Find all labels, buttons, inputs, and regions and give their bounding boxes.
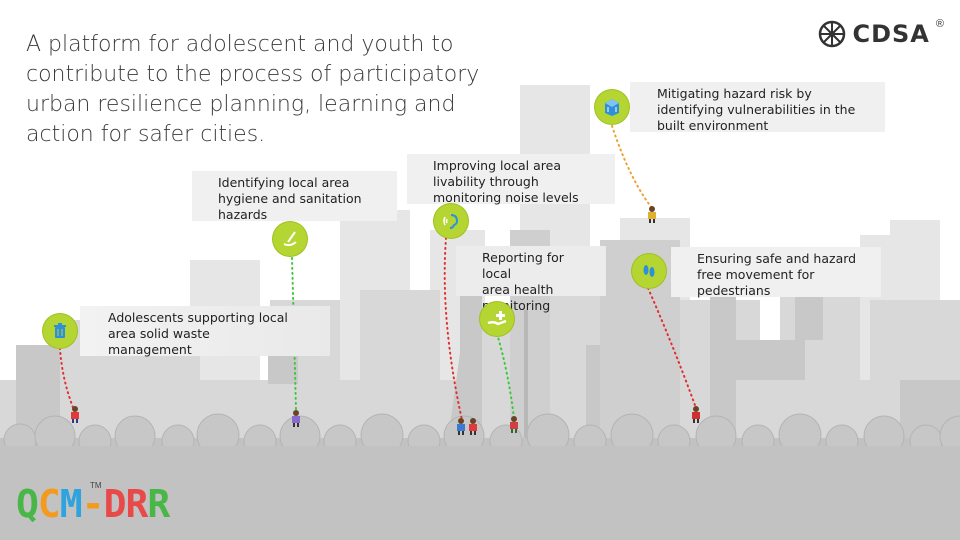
youth-figures [71, 206, 700, 435]
cdsa-logo: CDSA ® [818, 18, 944, 48]
callout-sanitation: Identifying local area hygiene and sanit… [192, 171, 397, 222]
footprints-icon [632, 254, 666, 288]
brand-letter-c: C [37, 482, 61, 526]
tagline: A platform for adolescent and youth to c… [26, 32, 480, 147]
callout-waste: Adolescents supporting local area solid … [80, 306, 330, 357]
trash-bin-icon [43, 314, 77, 348]
building-icon [595, 90, 629, 124]
hand-health-icon [480, 302, 514, 336]
brand-letter-m: M [59, 482, 83, 526]
callout-health: Reporting for local area health monitori… [456, 246, 606, 313]
qcm-drr-logo: QCM-DRR [16, 482, 170, 526]
brand-letter-r2: R [147, 482, 170, 526]
wheel-icon [819, 20, 846, 48]
brand-letter-d: D [103, 482, 127, 526]
callout-pedestrian: Ensuring safe and hazard free movement f… [671, 247, 881, 298]
brand-letter-r1: R [125, 482, 148, 526]
cleaning-icon [273, 222, 307, 256]
trademark-mark: TM [90, 481, 102, 490]
registered-mark: ® [935, 18, 944, 30]
brand-letter-q: Q [16, 482, 39, 526]
callout-noise: Improving local area livability through … [407, 154, 615, 205]
ear-sound-icon [434, 204, 468, 238]
logo-text: CDSA [852, 20, 930, 48]
brand-dash: - [81, 482, 105, 526]
callout-vulnerability: Mitigating hazard risk by identifying vu… [630, 82, 885, 133]
